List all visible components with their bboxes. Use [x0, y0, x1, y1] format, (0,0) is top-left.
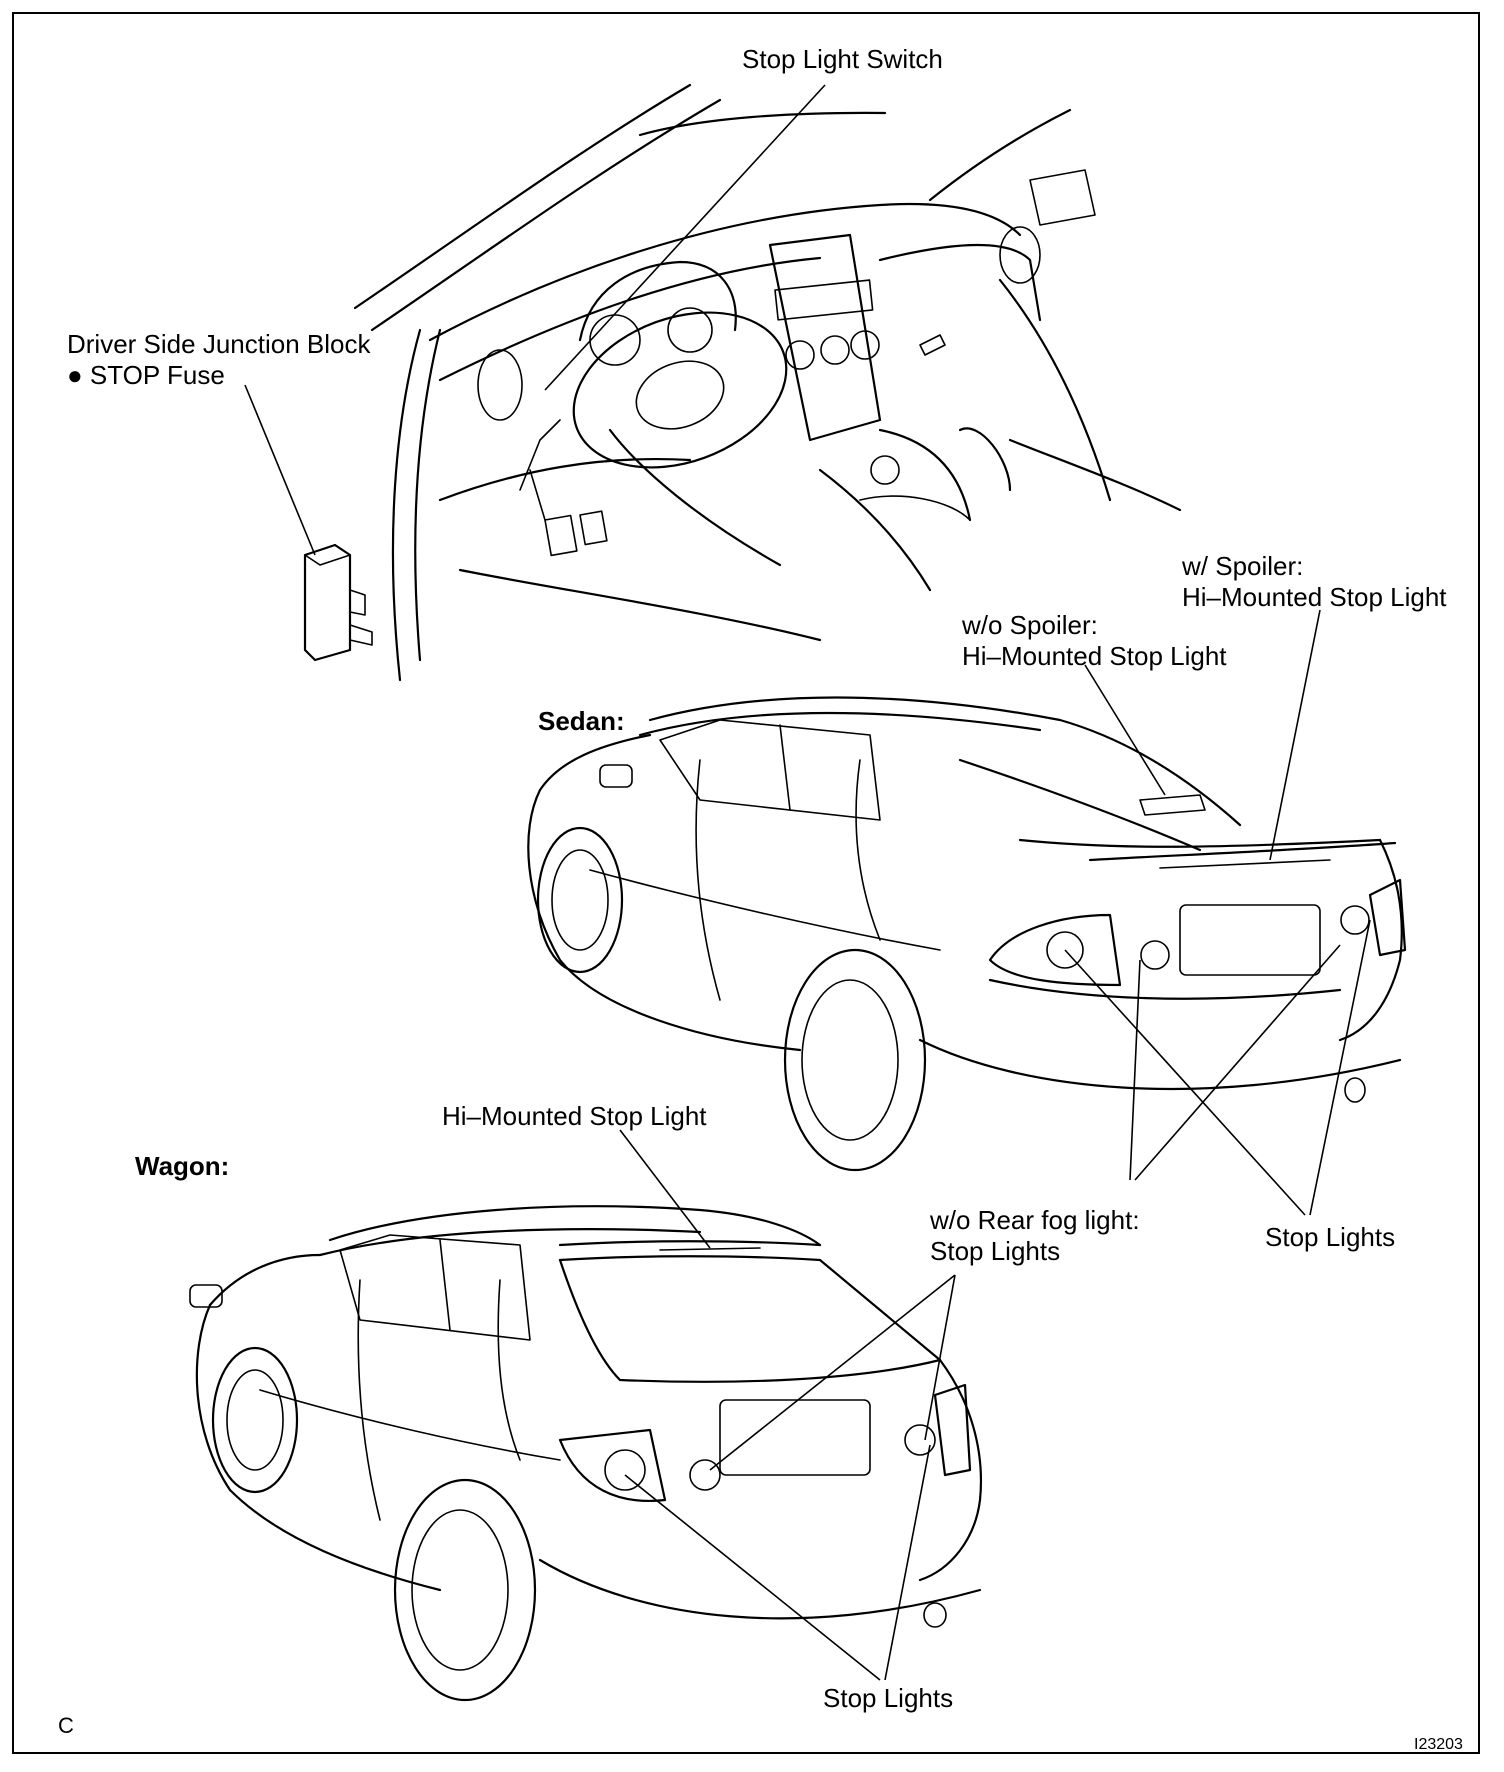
- dashboard-interior-drawing: [353, 83, 1182, 682]
- stop-light-switch-label: Stop Light Switch: [742, 44, 943, 74]
- wo-spoiler-hi-mounted-label: Hi–Mounted Stop Light: [962, 641, 1227, 671]
- figure-code: I23203: [1414, 1736, 1463, 1753]
- wo-spoiler-label: w/o Spoiler:: [962, 610, 1098, 640]
- wo-rear-fog-stop-lights-label: Stop Lights: [930, 1236, 1061, 1266]
- w-spoiler-hi-mounted-label: Hi–Mounted Stop Light: [1182, 582, 1447, 612]
- diagram-frame: [12, 12, 1480, 1754]
- sedan-label: Sedan:: [538, 706, 625, 736]
- wagon-hi-mounted-label: Hi–Mounted Stop Light: [442, 1101, 707, 1131]
- junction-block-drawing: [303, 543, 373, 662]
- junction-block-label: Driver Side Junction Block: [67, 329, 371, 359]
- sedan-drawing: [527, 696, 1407, 1172]
- w-spoiler-label: w/ Spoiler:: [1182, 551, 1304, 581]
- wo-rear-fog-label: w/o Rear fog light:: [930, 1205, 1140, 1235]
- wagon-drawing: [189, 1205, 983, 1702]
- corner-letter: C: [58, 1713, 74, 1738]
- stop-fuse-label: ● STOP Fuse: [67, 360, 225, 390]
- sedan-stop-lights-label: Stop Lights: [1265, 1222, 1396, 1252]
- wagon-label: Wagon:: [135, 1151, 230, 1181]
- leader-lines: [244, 84, 1371, 1681]
- wagon-stop-lights-label: Stop Lights: [823, 1683, 954, 1713]
